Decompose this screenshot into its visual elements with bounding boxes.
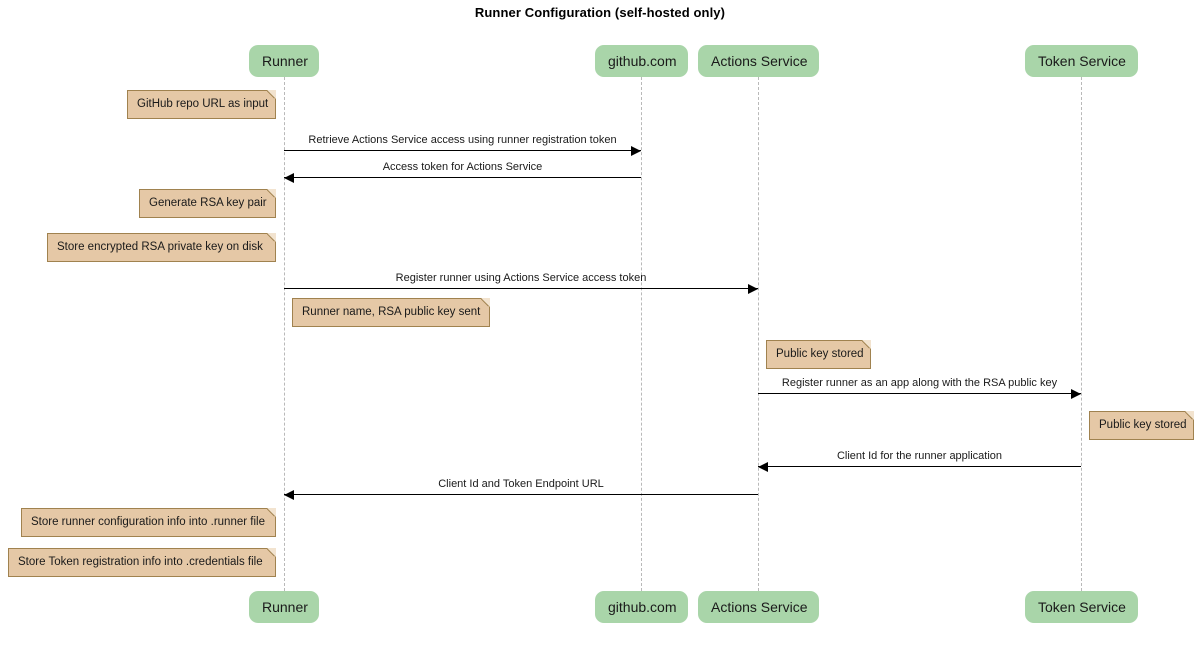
msg-client-id-runner-app-label: Client Id for the runner application [836,450,1003,462]
participant-runner-top[interactable]: Runner [249,45,319,77]
page-title: Runner Configuration (self-hosted only) [474,5,726,20]
note-public-key-stored-token: Public key stored [1089,411,1194,440]
participant-token_service-top[interactable]: Token Service [1025,45,1138,77]
msg-retrieve-actions-access-label: Retrieve Actions Service access using ru… [308,134,617,146]
msg-retrieve-actions-access-line [284,150,641,151]
note-store-runner-config: Store runner configuration info into .ru… [21,508,276,537]
note-fold-edge-icon [862,340,871,349]
msg-access-token-line [284,177,641,178]
note-fold-edge-icon [267,233,276,242]
msg-register-runner-as-app-label: Register runner as an app along with the… [781,377,1058,389]
lifeline-actions_service [758,77,759,591]
msg-register-runner-arrowhead [748,284,758,294]
participant-actions_service-top[interactable]: Actions Service [698,45,819,77]
note-runner-name-rsa-public-key-text: Runner name, RSA public key sent [302,306,481,318]
lifeline-github [641,77,642,591]
msg-register-runner-as-app-line [758,393,1081,394]
note-generate-rsa-key-pair-text: Generate RSA key pair [149,197,267,209]
msg-register-runner-line [284,288,758,289]
note-fold-edge-icon [1185,411,1194,420]
note-fold-edge-icon [267,189,276,198]
note-public-key-stored-token-text: Public key stored [1099,419,1187,431]
note-runner-name-rsa-public-key: Runner name, RSA public key sent [292,298,490,327]
note-fold-edge-icon [267,548,276,557]
msg-client-id-token-endpoint-line [284,494,758,495]
participant-github-bottom[interactable]: github.com [595,591,688,623]
note-store-token-registration: Store Token registration info into .cred… [8,548,276,577]
msg-client-id-runner-app-arrowhead [758,462,768,472]
lifeline-runner [284,77,285,591]
note-github-repo-url: GitHub repo URL as input [127,90,276,119]
participant-token_service-bottom[interactable]: Token Service [1025,591,1138,623]
note-fold-edge-icon [481,298,490,307]
participant-actions_service-bottom[interactable]: Actions Service [698,591,819,623]
note-fold-edge-icon [267,90,276,99]
note-store-token-registration-text: Store Token registration info into .cred… [18,556,263,568]
note-store-encrypted-rsa-key: Store encrypted RSA private key on disk [47,233,276,262]
participant-github-top[interactable]: github.com [595,45,688,77]
msg-access-token-arrowhead [284,173,294,183]
note-fold-edge-icon [267,508,276,517]
note-generate-rsa-key-pair: Generate RSA key pair [139,189,276,218]
note-store-encrypted-rsa-key-text: Store encrypted RSA private key on disk [57,241,263,253]
msg-client-id-token-endpoint-arrowhead [284,490,294,500]
msg-client-id-runner-app-line [758,466,1081,467]
msg-register-runner-as-app-arrowhead [1071,389,1081,399]
msg-register-runner-label: Register runner using Actions Service ac… [395,272,647,284]
msg-client-id-token-endpoint-label: Client Id and Token Endpoint URL [438,478,604,490]
msg-access-token-label: Access token for Actions Service [382,161,543,173]
msg-retrieve-actions-access-arrowhead [631,146,641,156]
participant-runner-bottom[interactable]: Runner [249,591,319,623]
note-github-repo-url-text: GitHub repo URL as input [137,98,269,110]
note-store-runner-config-text: Store runner configuration info into .ru… [31,516,265,528]
lifeline-token_service [1081,77,1082,591]
note-public-key-stored-actions-text: Public key stored [776,348,864,360]
note-public-key-stored-actions: Public key stored [766,340,871,369]
